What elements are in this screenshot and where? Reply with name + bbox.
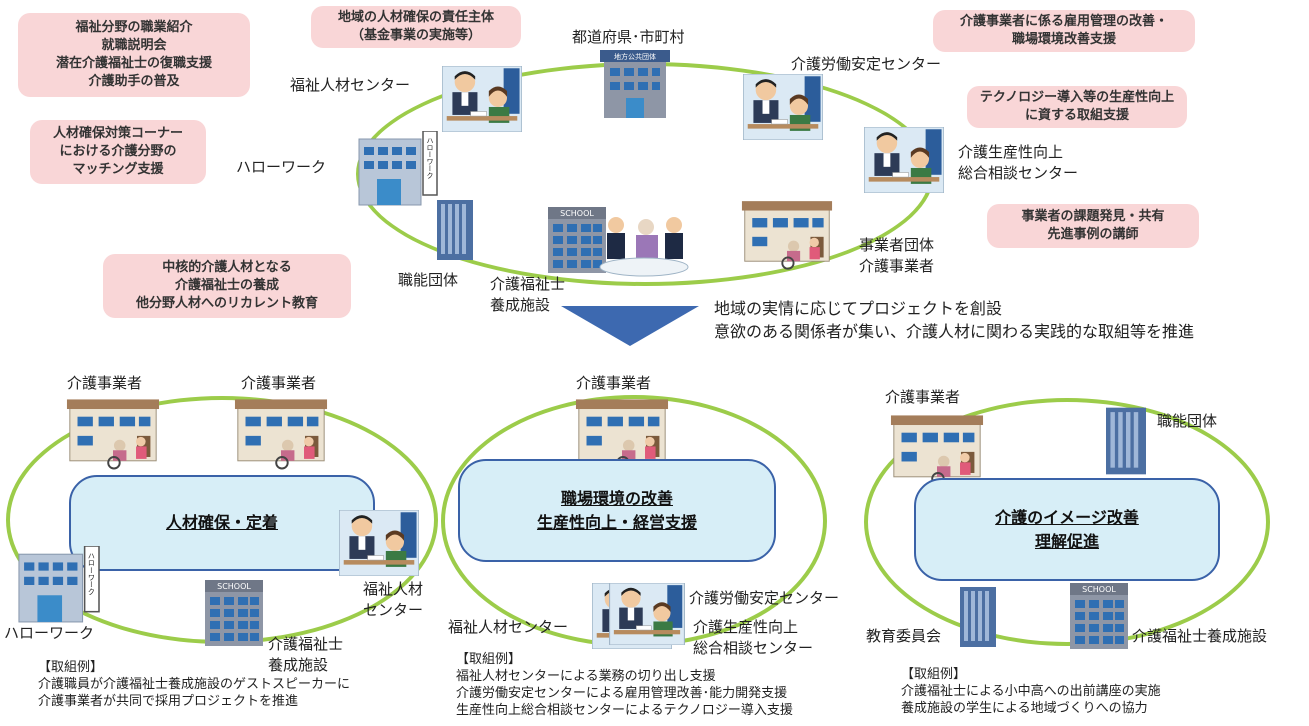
panel3-label-jigyosha: 介護事業者: [885, 388, 961, 406]
panel1-school-icon: SCHOOL: [205, 580, 263, 650]
panel3-title-1: 介護のイメージ改善: [995, 507, 1139, 527]
panel3-example-2: 養成施設の学生による地域づくりへの協力: [901, 701, 1148, 716]
government-building-icon: 地方公共団体: [600, 46, 670, 122]
panel1-label-yosei-2: 養成施設: [268, 656, 329, 674]
panel2-label-seisansei-2: 総合相談センター: [693, 639, 814, 657]
panel1-label-hellowork: ハローワーク: [4, 624, 95, 642]
panel3-title-box: 介護のイメージ改善 理解促進: [914, 478, 1220, 581]
label-dantai-2: 介護事業者: [859, 257, 935, 275]
panel1-school-sign: SCHOOL: [217, 582, 251, 591]
headline-line-1: 地域の実情に応じてプロジェクトを創設: [714, 299, 1003, 318]
panel2-example-2: 介護労働安定センターによる雇用管理改善･能力開発支援: [456, 686, 788, 701]
panel3-title-2: 理解促進: [1034, 531, 1099, 551]
callout-technology: テクノロジー導入等の生産性向上に資する取組支援: [967, 86, 1187, 128]
panel3-label-shokuno: 職能団体: [1157, 412, 1218, 430]
callout-fukushi-center: 福祉分野の職業紹介就職説明会 潜在介護福祉士の復職支援介護助手の普及: [18, 13, 250, 97]
label-seisansei-2: 総合相談センター: [958, 164, 1079, 182]
panel1-title: 人材確保・定着: [165, 513, 278, 532]
panel1-consult-icon: [338, 509, 420, 580]
label-dantai-1: 事業者団体: [859, 236, 935, 254]
label-shokuno: 職能団体: [398, 271, 459, 289]
students-elder-icon: [598, 213, 690, 281]
label-seisansei-1: 介護生産性向上: [958, 143, 1064, 161]
panel3-label-yosei: 介護福祉士養成施設: [1132, 627, 1268, 645]
panel2-label-seisansei-1: 介護生産性向上: [693, 618, 799, 636]
panel3-shokuno-tower-icon: [1106, 407, 1146, 479]
label-yosei-1: 介護福祉士: [490, 275, 566, 293]
panel1-label-jigyosha-b: 介護事業者: [241, 374, 317, 392]
government-sign: 地方公共団体: [614, 52, 656, 61]
panel2-title-2: 生産性向上・経営支援: [536, 512, 697, 532]
callout-hellowork: 人材確保対策コーナーにおける介護分野のマッチング支援: [30, 120, 206, 184]
panel2-label-fukushi-center: 福祉人材センター: [448, 618, 569, 636]
seisansei-center-consult-icon: [863, 126, 945, 197]
panel1-label-jigyosha-a: 介護事業者: [67, 374, 143, 392]
panel1-label-center-2: センター: [363, 601, 424, 619]
panel1-example-2: 介護事業者が共同で採用プロジェクトを推進: [38, 694, 299, 709]
callout-chukaku: 中核的介護人材となる介護福祉士の養成他分野人材へのリカレント教育: [103, 254, 351, 318]
panel1-title-box: 人材確保・定着: [69, 475, 375, 571]
panel2-label-jigyosha: 介護事業者: [576, 374, 652, 392]
panel1-hellowork-sign: ハローワーク: [87, 552, 96, 595]
shokuno-tower-icon: [437, 199, 473, 265]
label-todofuken: 都道府県･市町村: [572, 28, 685, 46]
panel1-hellowork-icon: ハローワーク: [12, 545, 108, 628]
panel1-example-heading: 【取組例】: [38, 660, 104, 675]
panel2-example-3: 生産性向上総合相談センターによるテクノロジー導入支援: [456, 703, 793, 718]
callout-koyou-kanri: 介護事業者に係る雇用管理の改善・職場環境改善支援: [933, 10, 1195, 52]
label-fukushi-center: 福祉人材センター: [290, 76, 411, 94]
panel3-example-1: 介護福祉士による小中高への出前講座の実施: [901, 684, 1161, 699]
label-hellowork: ハローワーク: [236, 158, 327, 176]
rodo-center-consult-icon: [742, 73, 824, 144]
panel2-consult-b-icon: [609, 582, 685, 649]
jigyosha-facility-icon: [741, 196, 833, 276]
panel2-title-box: 職場環境の改善 生産性向上・経営支援: [458, 459, 776, 562]
panel2-example-heading: 【取組例】: [456, 652, 522, 667]
panel3-school-icon: SCHOOL: [1070, 583, 1128, 653]
down-arrow-icon: [561, 306, 699, 350]
hellowork-building-icon: ハローワーク: [358, 130, 440, 211]
panel3-label-kyoiku: 教育委員会: [866, 627, 942, 645]
school-sign: SCHOOL: [560, 209, 594, 218]
callout-jigyosha: 事業者の課題発見・共有先進事例の講師: [987, 204, 1199, 248]
label-rodo-center: 介護労働安定センター: [791, 55, 942, 73]
fukushi-center-consult-icon: [441, 65, 523, 136]
hellowork-sign: ハローワーク: [426, 137, 434, 179]
panel1-label-yosei-1: 介護福祉士: [268, 635, 344, 653]
panel2-example-1: 福祉人材センターによる業務の切り出し支援: [456, 669, 716, 684]
panel3-school-sign: SCHOOL: [1082, 585, 1116, 594]
panel1-example-1: 介護職員が介護福祉士養成施設のゲストスピーカーに: [38, 677, 351, 692]
label-yosei-2: 養成施設: [490, 296, 551, 314]
panel3-kyoiku-tower-icon: [960, 586, 996, 652]
panel1-facility-b-icon: [233, 394, 329, 476]
panel2-label-rodo-center: 介護労働安定センター: [689, 589, 840, 607]
callout-chiiki-sekinin: 地域の人材確保の責任主体（基金事業の実施等）: [311, 6, 521, 48]
panel1-label-center-1: 福祉人材: [363, 580, 424, 598]
panel3-example-heading: 【取組例】: [901, 667, 967, 682]
panel2-title-1: 職場環境の改善: [560, 488, 673, 508]
headline-line-2: 意欲のある関係者が集い、介護人材に関わる実践的な取組等を推進: [714, 322, 1195, 341]
panel1-facility-a-icon: [65, 394, 161, 476]
panel3-ring: [864, 398, 1270, 646]
school-building-icon: SCHOOL: [548, 207, 606, 277]
